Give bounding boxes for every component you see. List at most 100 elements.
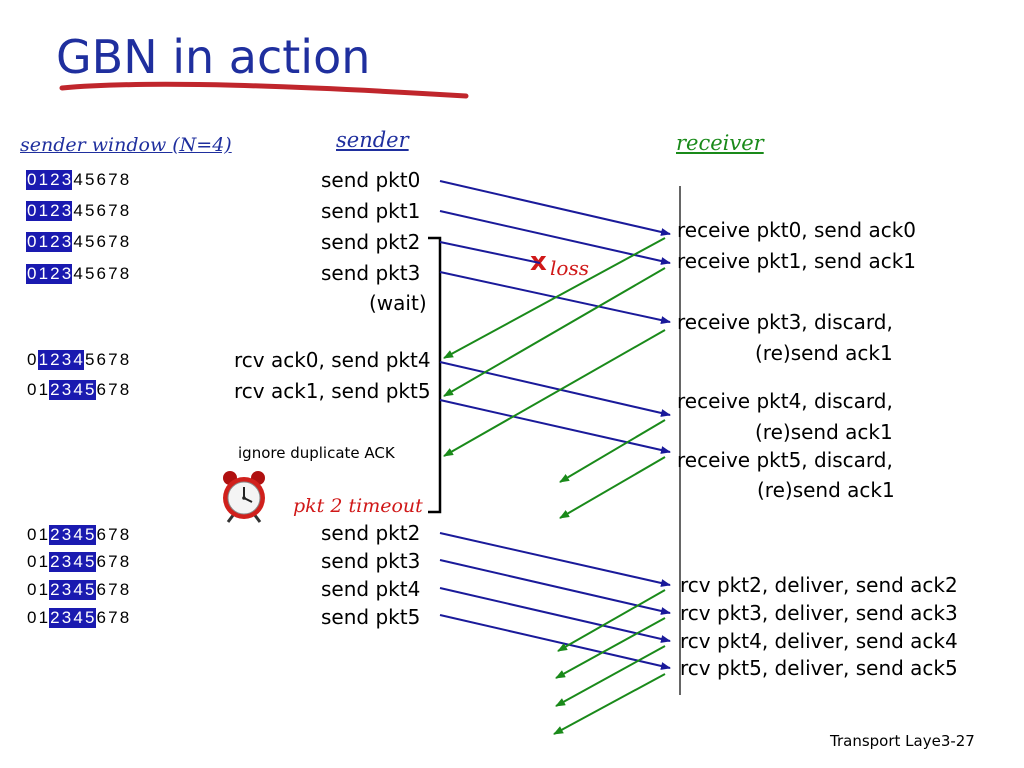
- sequence-number: 0: [26, 350, 37, 369]
- sender-event: rcv ack0, send pkt4: [234, 348, 431, 372]
- sequence-number: 5: [83, 380, 96, 400]
- ack-arrow-ack4: [555, 645, 666, 707]
- receiver-event: receive pkt5, discard,: [677, 448, 893, 472]
- packet-arrow-pkt4-resend: [439, 587, 671, 643]
- sequence-number: 3: [60, 350, 73, 370]
- sequence-number: 6: [96, 580, 107, 599]
- title-underline: [59, 81, 469, 99]
- sequence-number: 5: [83, 608, 96, 628]
- sequence-number: 3: [60, 525, 73, 545]
- receiver-event: receive pkt4, discard,: [677, 389, 893, 413]
- sequence-number: 8: [119, 350, 130, 369]
- packet-arrow-pkt3-resend: [439, 559, 671, 615]
- ignore-duplicate-ack-label: ignore duplicate ACK: [238, 444, 395, 462]
- sequence-number: 8: [119, 608, 130, 627]
- sequence-number: 7: [108, 525, 118, 544]
- sequence-number: 1: [38, 552, 49, 571]
- receiver-event: (re)send ack1: [755, 420, 893, 444]
- sequence-number: 3: [60, 608, 73, 628]
- sequence-number: 1: [38, 380, 49, 399]
- sequence-number: 3: [60, 264, 73, 284]
- packet-arrow-pkt5-resend: [439, 614, 671, 670]
- sequence-number: 3: [60, 552, 73, 572]
- sequence-number: 7: [108, 580, 118, 599]
- packet-arrow-pkt2-resend: [439, 532, 671, 587]
- sequence-number: 5: [84, 232, 95, 251]
- sequence-number: 5: [83, 552, 96, 572]
- sequence-number: 7: [108, 170, 118, 189]
- sequence-number: 7: [108, 201, 118, 220]
- sequence-number: 4: [72, 608, 84, 628]
- sequence-number: 1: [38, 608, 49, 627]
- sequence-number: 8: [119, 380, 130, 399]
- sequence-number: 1: [37, 201, 50, 221]
- sequence-number: 3: [60, 201, 73, 221]
- receiver-event: receive pkt0, send ack0: [677, 218, 917, 242]
- sequence-number: 0: [26, 525, 37, 544]
- sequence-number: 8: [119, 552, 130, 571]
- sequence-number: 5: [84, 170, 95, 189]
- sequence-number: 2: [49, 552, 61, 572]
- sender-event: send pkt0: [321, 168, 421, 192]
- ack-arrow-ack0: [443, 237, 666, 359]
- sequence-number: 2: [49, 232, 61, 252]
- alarm-clock-icon: [223, 471, 265, 523]
- sequence-number: 7: [108, 608, 118, 627]
- page-number: 3-27: [940, 732, 975, 750]
- packet-arrow-pkt2-lost: [439, 241, 541, 264]
- sequence-number: 0: [26, 380, 37, 399]
- sequence-number: 2: [49, 608, 61, 628]
- sequence-number: 0: [26, 232, 38, 252]
- sequence-number: 4: [73, 201, 83, 220]
- sequence-number: 6: [96, 525, 107, 544]
- sequence-number: 1: [38, 525, 49, 544]
- sequence-number: 8: [119, 170, 130, 189]
- sender-event: send pkt1: [321, 199, 421, 223]
- receiver-event: rcv pkt4, deliver, send ack4: [680, 629, 958, 653]
- sequence-number: 5: [83, 525, 96, 545]
- ack-arrow-dup-ack1: [559, 419, 666, 483]
- sequence-number: 6: [96, 201, 107, 220]
- sequence-number: 6: [96, 380, 107, 399]
- sequence-number: 8: [119, 580, 130, 599]
- sequence-number: 1: [37, 350, 50, 370]
- sequence-number: 7: [108, 552, 118, 571]
- ack-arrow-ack2: [557, 589, 666, 652]
- loss-label: loss: [550, 256, 589, 280]
- footer: Transport Laye3-27: [830, 732, 975, 750]
- sender-header: sender: [336, 128, 409, 152]
- sequence-number: 1: [37, 170, 50, 190]
- receiver-event: receive pkt3, discard,: [677, 310, 893, 334]
- receiver-event: (re)send ack1: [755, 341, 893, 365]
- sequence-number: 7: [108, 350, 118, 369]
- sequence-number: 4: [72, 350, 84, 370]
- sequence-number: 2: [49, 170, 61, 190]
- sequence-number: 5: [84, 264, 95, 283]
- ack-arrow-dup-ack1: [443, 329, 666, 457]
- sequence-number: 2: [49, 350, 61, 370]
- sequence-number: 1: [37, 232, 50, 252]
- sender-event: send pkt3: [321, 261, 421, 285]
- slide-title: GBN in action: [56, 30, 371, 84]
- sequence-number: 0: [26, 552, 37, 571]
- sequence-number: 4: [73, 232, 83, 251]
- sequence-number: 0: [26, 201, 38, 221]
- receiver-event: rcv pkt2, deliver, send ack2: [680, 573, 958, 597]
- receiver-event: receive pkt1, send ack1: [677, 249, 917, 273]
- sender-event: rcv ack1, send pkt5: [234, 379, 431, 403]
- sequence-number: 0: [26, 580, 37, 599]
- packet-arrow-pkt5: [439, 399, 671, 454]
- sequence-number: 8: [119, 525, 130, 544]
- sequence-number: 4: [72, 552, 84, 572]
- sequence-number: 3: [60, 580, 73, 600]
- sequence-number: 1: [37, 264, 50, 284]
- sequence-number: 7: [108, 264, 118, 283]
- sequence-number: 7: [108, 232, 118, 251]
